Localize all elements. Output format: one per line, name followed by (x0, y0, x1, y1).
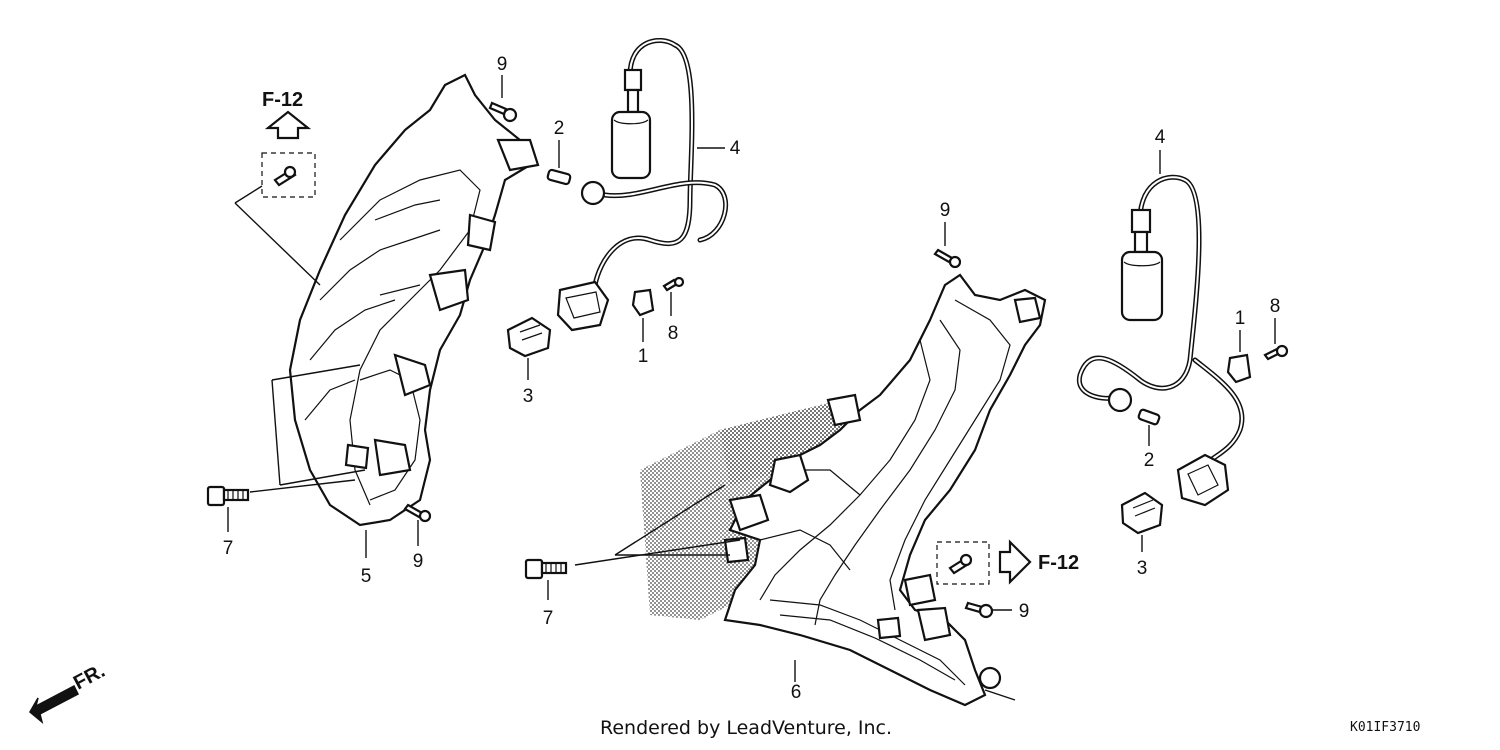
bolt-7-right (524, 558, 568, 580)
callout-7-left: 7 (223, 538, 234, 559)
diagram-code: K01IF3710 (1350, 720, 1420, 735)
screw-8-left (662, 276, 685, 292)
screw-9-bottom-left (403, 503, 432, 523)
bulb-2-left (546, 168, 572, 186)
callout-2-right: 2 (1144, 450, 1155, 471)
callout-4-right: 4 (1155, 127, 1166, 148)
clip-1-left (631, 288, 655, 317)
screw-9-bottom-right (964, 601, 994, 619)
callout-8-left: 8 (668, 323, 679, 344)
callout-9-top-right: 9 (940, 200, 951, 221)
callout-6-right: 6 (791, 682, 802, 703)
callout-9-bottom-left: 9 (413, 551, 424, 572)
bulb-3-right (1120, 491, 1164, 535)
wire-harness-4-left (556, 37, 729, 332)
reference-label-left: F-12 (262, 89, 303, 111)
screw-9-top-left (488, 101, 518, 123)
callout-1-right: 1 (1235, 308, 1246, 329)
screw-icon (273, 165, 297, 187)
credit-text: Rendered by LeadVenture, Inc. (600, 717, 892, 739)
callout-2-left: 2 (554, 118, 565, 139)
callout-8-right: 8 (1270, 296, 1281, 317)
callout-9-bottom-right: 9 (1019, 601, 1030, 622)
arrow-right-icon (998, 539, 1032, 585)
bulb-3-left (506, 316, 552, 358)
screw-icon (948, 553, 973, 575)
reference-box-left (261, 152, 316, 198)
callout-7-right: 7 (543, 608, 554, 629)
callout-9-top-left: 9 (497, 54, 508, 75)
bulb-2-right (1137, 408, 1161, 426)
screw-8-right (1263, 344, 1289, 361)
callout-1-left: 1 (638, 346, 649, 367)
reference-label-right: F-12 (1038, 552, 1079, 574)
screw-9-top-right (933, 248, 962, 269)
bolt-7-left (206, 485, 250, 507)
arrow-up-icon (264, 110, 312, 140)
front-direction-arrow-icon (29, 684, 79, 725)
clip-1-right (1226, 353, 1252, 384)
left-turn-signal-housing (288, 73, 540, 527)
wire-harness-4-right (1076, 174, 1245, 507)
callout-3-left: 3 (523, 386, 534, 407)
right-turn-signal-housing (640, 273, 1047, 707)
callout-5-left: 5 (361, 566, 372, 587)
callout-4-left: 4 (730, 138, 741, 159)
callout-3-right: 3 (1137, 558, 1148, 579)
reference-box-right (936, 541, 990, 585)
